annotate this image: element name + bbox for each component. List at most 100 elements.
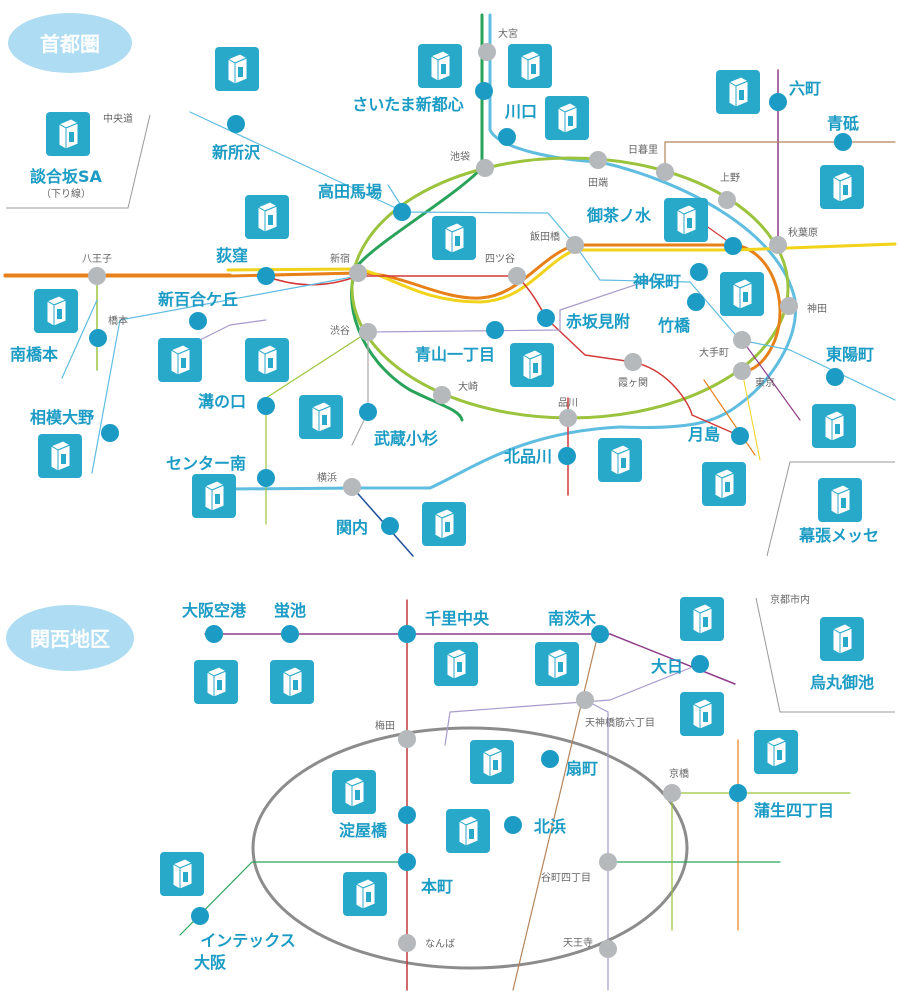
dot-jimbocho[interactable]: [690, 263, 708, 281]
dot-yodoyabashi[interactable]: [398, 806, 416, 824]
station-hachioji[interactable]: [88, 267, 106, 285]
station-tanimachi[interactable]: [599, 853, 617, 871]
dot-kannai[interactable]: [381, 517, 399, 535]
dot-toyocho[interactable]: [826, 368, 844, 386]
shop-building-icon[interactable]: [680, 597, 724, 641]
dot-saitama-shintoshin[interactable]: [475, 82, 493, 100]
shop-building-icon[interactable]: [158, 338, 202, 382]
shop-building-icon[interactable]: [434, 642, 478, 686]
shop-building-icon[interactable]: [38, 434, 82, 478]
dot-tsukishima[interactable]: [731, 427, 749, 445]
dot-rokucho[interactable]: [769, 93, 787, 111]
station-osaki[interactable]: [433, 386, 451, 404]
shop-building-icon[interactable]: [820, 165, 864, 209]
shop-building-icon[interactable]: [160, 852, 204, 896]
dot-intex-osaka[interactable]: [191, 907, 209, 925]
dot-kitashinagawa[interactable]: [558, 447, 576, 465]
station-yokohama[interactable]: [343, 478, 361, 496]
station-kasumigaseki[interactable]: [624, 353, 642, 371]
toyoko-line: [351, 331, 369, 446]
shop-building-icon[interactable]: [545, 96, 589, 140]
dot-takadanobaba[interactable]: [393, 203, 411, 221]
station-ikebukuro[interactable]: [476, 159, 494, 177]
dot-akasakamitsuke[interactable]: [537, 309, 555, 327]
station-omiya[interactable]: [478, 43, 496, 61]
shop-building-icon[interactable]: [245, 338, 289, 382]
shop-building-icon[interactable]: [245, 195, 289, 239]
dot-kawaguchi[interactable]: [498, 128, 516, 146]
dot-kitahama[interactable]: [504, 816, 522, 834]
shop-building-icon[interactable]: [418, 44, 462, 88]
dot-minamihashimoto[interactable]: [89, 329, 107, 347]
shop-building-icon[interactable]: [192, 474, 236, 518]
dot-ogikubo[interactable]: [257, 267, 275, 285]
shop-building-icon[interactable]: [664, 198, 708, 242]
dot-osaka-airport[interactable]: [205, 625, 223, 643]
shop-building-icon[interactable]: [46, 112, 90, 156]
dot-aoyama-itchome[interactable]: [486, 321, 504, 339]
divider-dangozaka: [6, 114, 151, 209]
shop-building-icon[interactable]: [720, 272, 764, 316]
shop-building-icon[interactable]: [510, 343, 554, 387]
station-kanda[interactable]: [780, 297, 798, 315]
label-musashikosugi: 武蔵小杉: [374, 429, 438, 448]
dot-shintokorozawa[interactable]: [227, 115, 245, 133]
dot-aoto[interactable]: [834, 133, 852, 151]
dot-hommachi[interactable]: [398, 853, 416, 871]
shop-building-icon[interactable]: [598, 438, 642, 482]
shop-building-icon[interactable]: [680, 692, 724, 736]
shop-building-icon[interactable]: [535, 642, 579, 686]
station-tenjinbashi[interactable]: [576, 691, 594, 709]
station-iidabashi[interactable]: [566, 236, 584, 254]
dot-gamo-yonchome[interactable]: [729, 784, 747, 802]
station-kyobashi[interactable]: [663, 784, 681, 802]
dot-minami-ibaraki[interactable]: [591, 625, 609, 643]
station-tabata[interactable]: [589, 151, 607, 169]
shop-building-icon[interactable]: [194, 660, 238, 704]
shop-building-icon[interactable]: [508, 44, 552, 88]
shop-building-icon[interactable]: [270, 660, 314, 704]
shop-building-icon[interactable]: [432, 216, 476, 260]
shop-building-icon[interactable]: [470, 740, 514, 784]
shop-building-icon[interactable]: [702, 462, 746, 506]
station-akihabara[interactable]: [769, 236, 787, 254]
station-shinagawa[interactable]: [559, 409, 577, 427]
dot-sagamiono[interactable]: [101, 424, 119, 442]
shop-building-icon[interactable]: [818, 478, 862, 522]
shop-building-icon[interactable]: [754, 730, 798, 774]
shop-building-icon[interactable]: [343, 872, 387, 916]
shop-building-icon[interactable]: [34, 289, 78, 333]
dot-mizonokuchi[interactable]: [257, 397, 275, 415]
station-shibuya[interactable]: [359, 323, 377, 341]
label-hotarugaike: 蛍池: [274, 601, 306, 620]
shop-building-icon[interactable]: [332, 770, 376, 814]
dot-takebashi[interactable]: [687, 293, 705, 311]
station-shinjuku[interactable]: [349, 264, 367, 282]
shop-building-icon[interactable]: [299, 395, 343, 439]
dot-hotarugaike[interactable]: [281, 625, 299, 643]
station-nippori[interactable]: [656, 163, 674, 181]
dot-center-minami[interactable]: [257, 469, 275, 487]
station-otemachi[interactable]: [733, 331, 751, 349]
dot-shinyurigaoka[interactable]: [189, 312, 207, 330]
station-yotsuya[interactable]: [508, 267, 526, 285]
dot-musashikosugi[interactable]: [359, 403, 377, 421]
shop-building-icon[interactable]: [812, 404, 856, 448]
station-tokyo[interactable]: [733, 362, 751, 380]
station-umeda[interactable]: [398, 730, 416, 748]
station-namba[interactable]: [398, 934, 416, 952]
shop-building-icon[interactable]: [716, 70, 760, 114]
dot-dainichi[interactable]: [691, 655, 709, 673]
label-shinjuku: 新宿: [330, 252, 350, 265]
shop-building-icon[interactable]: [446, 809, 490, 853]
shop-building-icon[interactable]: [422, 502, 466, 546]
label-ogimachi: 扇町: [566, 759, 598, 778]
label-ueno: 上野: [720, 172, 740, 184]
station-ueno[interactable]: [718, 191, 736, 209]
shop-building-icon[interactable]: [820, 617, 864, 661]
shop-building-icon[interactable]: [215, 47, 259, 91]
station-tennoji[interactable]: [599, 940, 617, 958]
dot-ogimachi[interactable]: [541, 750, 559, 768]
dot-ochanomizu[interactable]: [724, 237, 742, 255]
dot-senri-chuo[interactable]: [398, 625, 416, 643]
